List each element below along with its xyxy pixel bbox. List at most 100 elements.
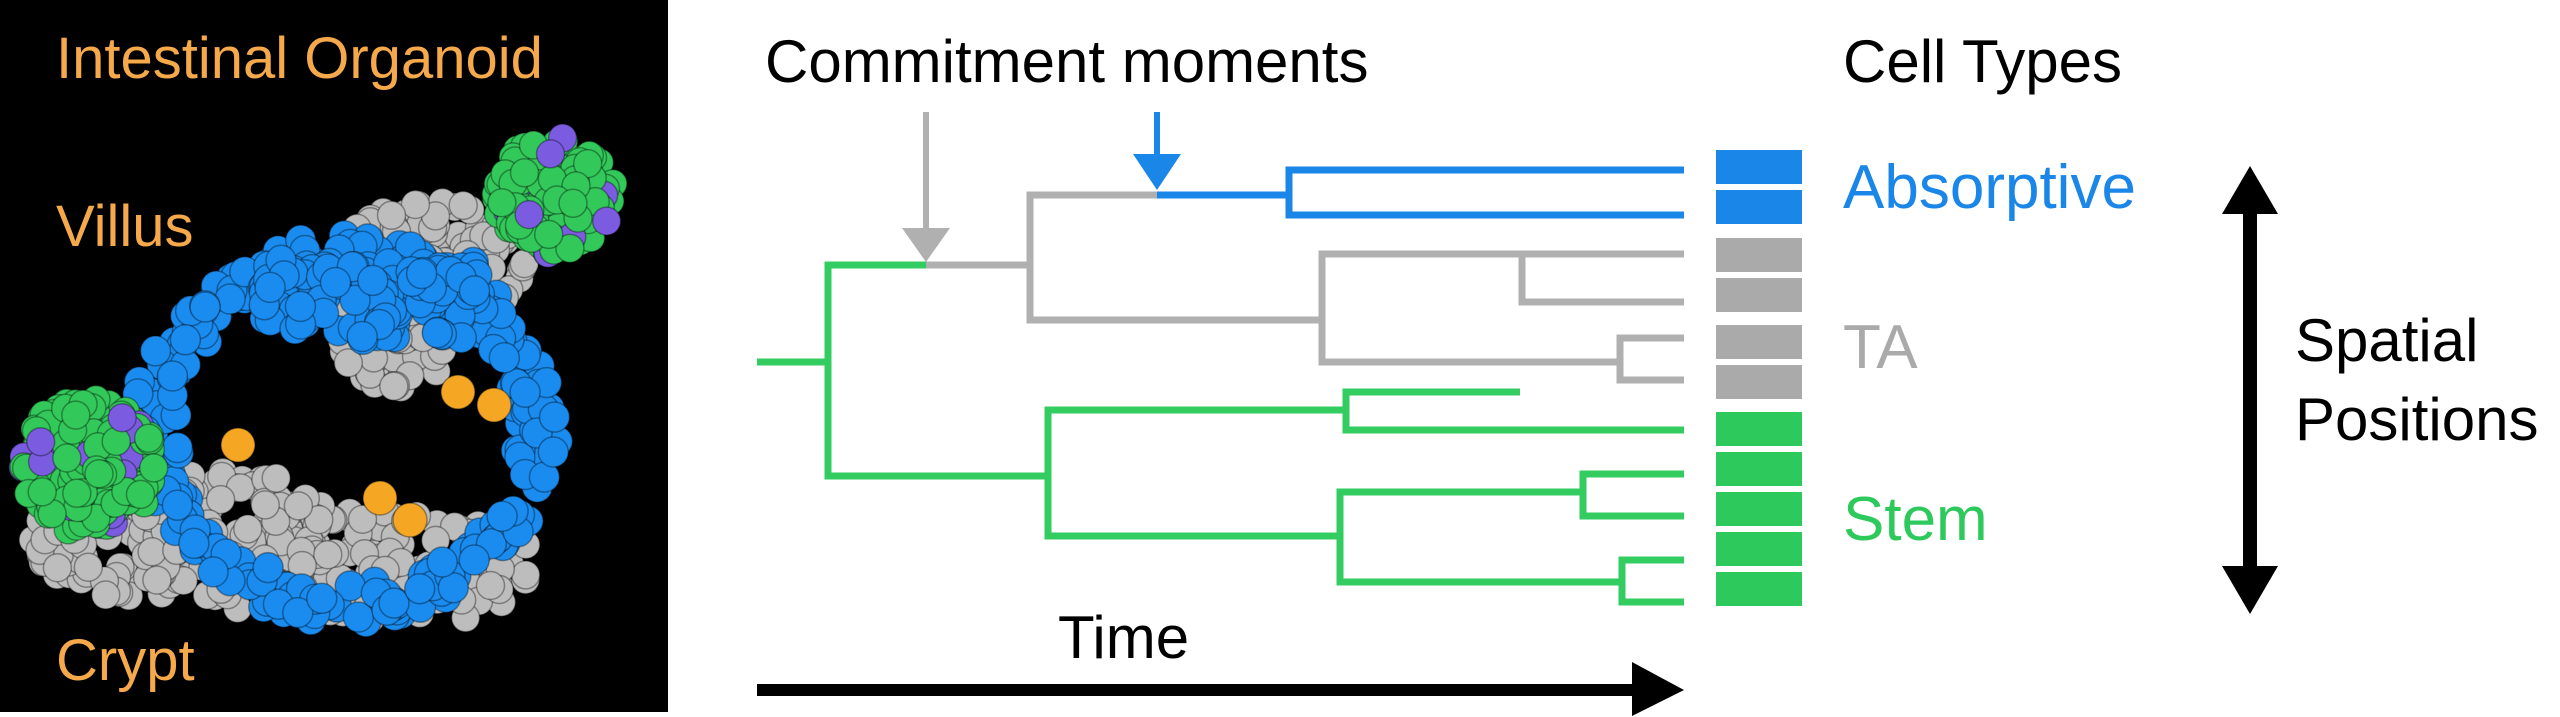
tree-branch-absorptive — [1157, 166, 1684, 199]
organoid-sphere — [426, 546, 458, 578]
organoid-sphere — [220, 427, 256, 463]
organoid-sphere — [107, 402, 137, 433]
organoid-sphere — [161, 431, 194, 464]
organoid-sphere — [362, 480, 398, 516]
organoid-sphere — [306, 582, 338, 615]
organoid-sphere — [90, 580, 121, 610]
crypt-label: Crypt — [56, 628, 195, 693]
organoid-sphere — [313, 539, 343, 570]
organoid-sphere — [62, 478, 92, 509]
organoid-sphere — [339, 284, 371, 317]
tree-branch-ta-lower — [1318, 320, 1684, 366]
stem-label: Stem — [1843, 485, 1988, 554]
organoid-sphere — [488, 341, 521, 374]
time-label: Time — [1058, 604, 1189, 671]
organoid-sphere — [261, 463, 291, 493]
organoid-spheres — [8, 123, 628, 638]
organoid-sphere — [137, 537, 167, 567]
organoid-sphere — [84, 459, 114, 489]
absorptive-box-1 — [1716, 150, 1802, 184]
organoid-sphere — [537, 436, 570, 468]
organoid-sphere — [535, 139, 566, 169]
tree-branch-ta-upper — [926, 191, 1157, 269]
ta-label: TA — [1843, 313, 1918, 382]
organoid-sphere — [283, 491, 314, 521]
organoid-sphere — [475, 570, 506, 601]
organoid-sphere — [252, 551, 284, 584]
tree-branch-root-lower — [824, 362, 1048, 480]
gray-commitment-arrow — [902, 112, 950, 262]
villus-label: Villus — [56, 194, 194, 259]
organoid-sphere — [376, 200, 407, 231]
organoid-sphere — [347, 504, 378, 534]
blue-commitment-arrow — [1133, 112, 1181, 190]
organoid-sphere — [25, 426, 56, 457]
organoid-sphere — [284, 290, 317, 323]
spatial-arrow — [2222, 166, 2278, 614]
organoid-sphere — [405, 257, 438, 290]
organoid-sphere — [558, 188, 588, 219]
organoid-sphere — [197, 556, 229, 588]
tree-branch-stem-bottom — [1336, 536, 1684, 586]
organoid-sphere — [73, 552, 104, 582]
organoid-sphere — [125, 479, 156, 510]
ta-box-3 — [1716, 325, 1802, 359]
organoid-sphere — [440, 374, 476, 410]
stem-box-4 — [1716, 532, 1802, 566]
tree-leaf-ta-4 — [1616, 362, 1684, 384]
tree-leaf-stem-3 — [1579, 492, 1684, 520]
tree-branch-stem-lower — [1044, 470, 1684, 540]
organoid-sphere — [379, 371, 409, 402]
organoid-sphere — [346, 320, 378, 353]
spatial-label-line2: Positions — [2295, 386, 2538, 453]
organoid-sphere — [421, 316, 454, 349]
organoid-sphere — [514, 199, 544, 230]
spatial-label-line1: Spatial — [2295, 307, 2478, 374]
tree-branch-root-upper — [757, 261, 926, 366]
ta-box-2 — [1716, 278, 1802, 312]
stem-box-5 — [1716, 572, 1802, 606]
organoid-sphere — [437, 572, 470, 604]
organoid-sphere — [189, 291, 221, 323]
tree-branch-stem-upper — [1044, 388, 1520, 476]
stem-box-2 — [1716, 452, 1802, 486]
organoid-sphere — [205, 484, 236, 515]
organoid-sphere — [476, 387, 512, 423]
organoid-sphere — [42, 552, 73, 583]
organoid-sphere — [254, 271, 286, 304]
tree-leaf-stem-5 — [1618, 582, 1684, 606]
stem-box-1 — [1716, 412, 1802, 446]
ta-box-4 — [1716, 365, 1802, 399]
lineage-tree — [757, 166, 1684, 606]
absorptive-label: Absorptive — [1843, 153, 2136, 222]
organoid-sphere — [161, 489, 194, 521]
organoid-sphere — [533, 219, 564, 250]
organoid-sphere — [333, 348, 364, 378]
organoid-sphere — [142, 565, 172, 595]
organoid-sphere — [509, 158, 540, 188]
organoid-sphere — [486, 500, 518, 533]
organoid-sphere — [458, 544, 490, 576]
organoid-sphere — [169, 323, 202, 356]
organoid-sphere — [156, 360, 189, 392]
organoid-sphere — [510, 560, 541, 590]
organoid-sphere — [357, 264, 389, 297]
organoid-sphere — [178, 527, 210, 560]
organoid-sphere — [392, 502, 428, 538]
organoid-sphere — [458, 275, 491, 307]
stem-box-3 — [1716, 492, 1802, 526]
organoid-sphere — [591, 206, 622, 236]
organoid-sphere — [133, 423, 164, 453]
organoid-sphere — [304, 504, 334, 535]
organoid-sphere — [250, 490, 280, 520]
organoid-sphere — [509, 376, 541, 409]
organoid-sphere — [400, 189, 431, 220]
absorptive-box-2 — [1716, 190, 1802, 224]
organoid-sphere — [233, 514, 263, 544]
organoid-sphere — [52, 443, 82, 473]
tree-leaf-absorptive-2 — [1285, 195, 1684, 219]
organoid-sphere — [61, 400, 91, 430]
organoid-sphere — [403, 572, 436, 605]
cell-types-title: Cell Types — [1843, 28, 2122, 95]
ta-box-1 — [1716, 238, 1802, 272]
